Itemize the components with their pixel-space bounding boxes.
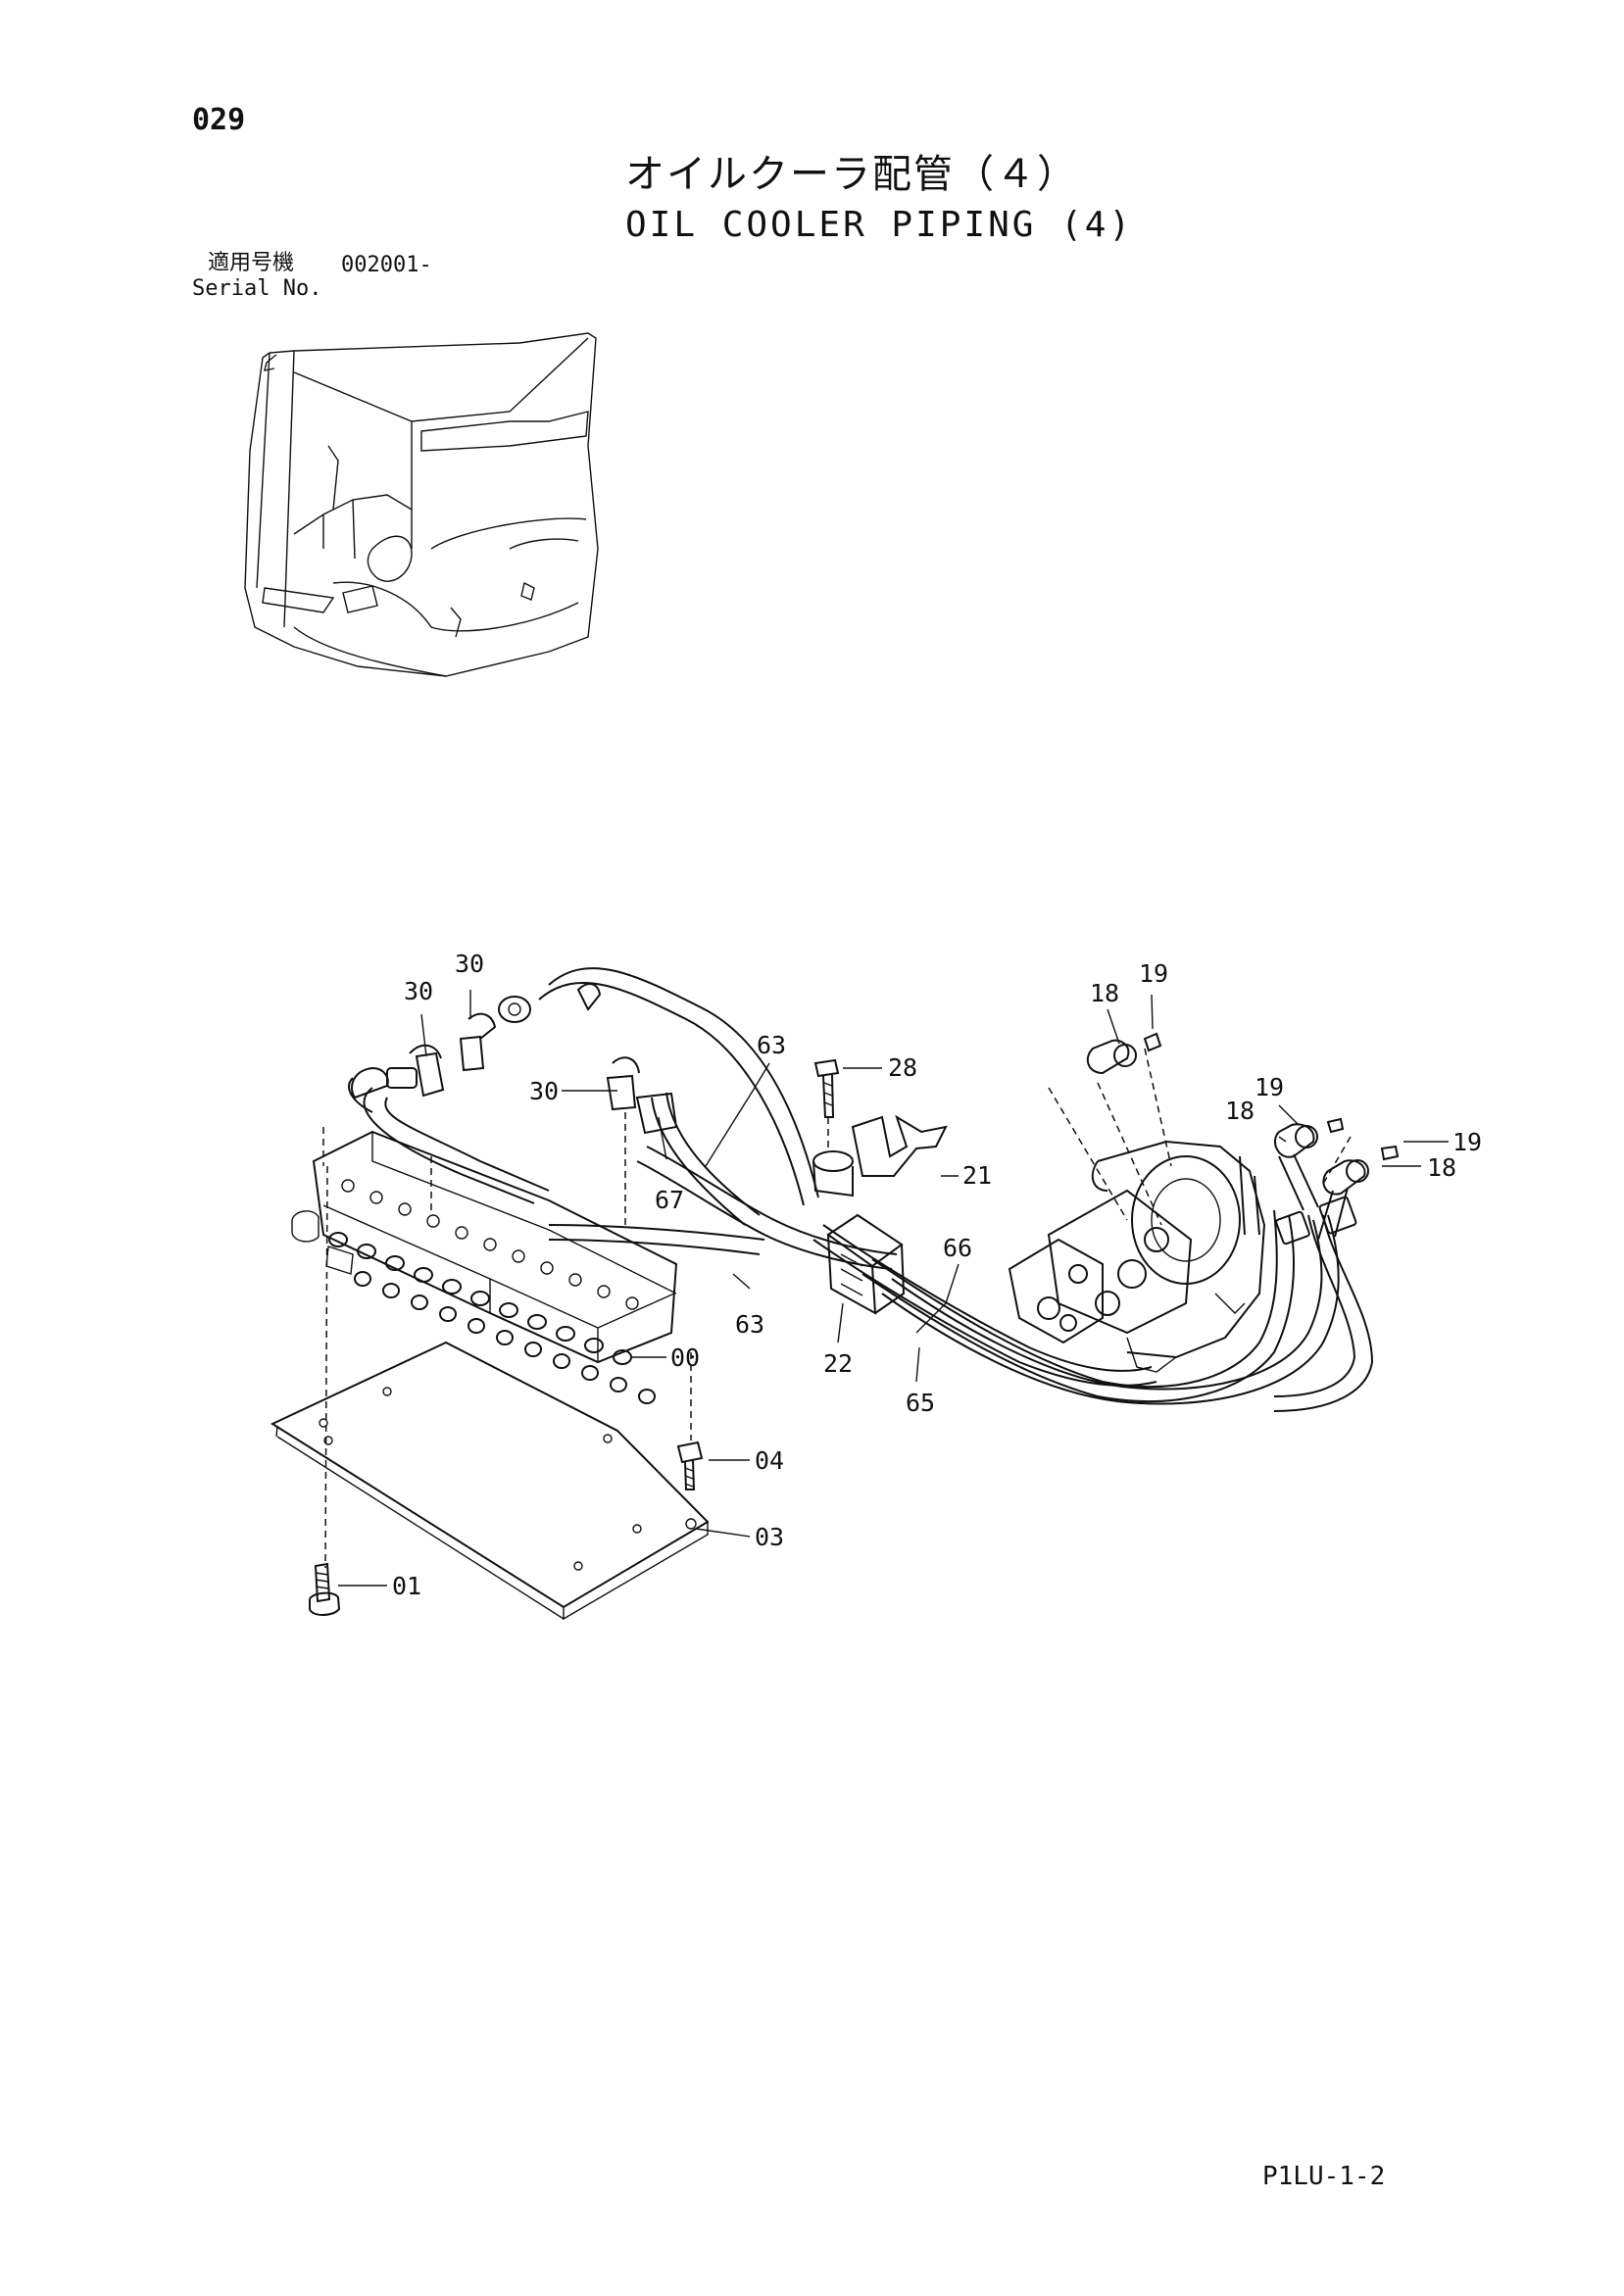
bolts [309, 1058, 840, 1616]
serial-label-japanese: 適用号機 [208, 251, 295, 275]
callout-67: 67 [655, 1186, 684, 1214]
leader-lines [338, 990, 1449, 1587]
callout-22: 22 [823, 1349, 853, 1378]
callout-30-c: 30 [529, 1077, 559, 1105]
callout-63-upper: 63 [757, 1031, 786, 1059]
page-number: 029 [192, 103, 246, 137]
callout-03: 03 [755, 1523, 784, 1551]
control-valve [291, 1130, 678, 1404]
valve-cap [369, 1191, 383, 1204]
valve-port [328, 1232, 348, 1247]
valve-cap [341, 1179, 355, 1193]
pump-assembly [1008, 1140, 1266, 1373]
valve-cap [568, 1273, 582, 1287]
valve-port [553, 1353, 570, 1369]
valve-port [638, 1389, 656, 1404]
callout-65: 65 [906, 1389, 935, 1417]
valve-cap [597, 1285, 611, 1298]
valve-port [439, 1306, 457, 1322]
callout-01: 01 [392, 1572, 421, 1600]
callout-19-a: 19 [1139, 959, 1168, 988]
valve-port [442, 1279, 462, 1295]
drawing-code: P1LU-1-2 [1262, 2162, 1386, 2191]
valve-port [556, 1326, 575, 1342]
callouts: 30 30 30 63 67 28 21 18 19 19 18 19 18 6… [392, 950, 1482, 1600]
callout-19-b: 19 [1255, 1073, 1284, 1101]
valve-port [354, 1271, 371, 1287]
base-plate [270, 1341, 710, 1621]
serial-value: 002001- [341, 253, 432, 277]
callout-30-b: 30 [455, 950, 484, 978]
valve-port [610, 1377, 627, 1392]
callout-00: 00 [670, 1343, 700, 1372]
clamp-and-bracket [812, 1114, 948, 1315]
valve-port [584, 1338, 604, 1353]
valve-port [414, 1267, 433, 1283]
valve-cap [426, 1214, 440, 1228]
valve-port [470, 1291, 490, 1306]
callout-21: 21 [962, 1161, 992, 1190]
valve-cap [512, 1249, 525, 1263]
valve-cap [483, 1238, 497, 1251]
callout-18-b: 18 [1225, 1097, 1255, 1125]
valve-port [581, 1365, 599, 1381]
serial-label-english: Serial No. [192, 276, 322, 301]
valve-port [499, 1302, 518, 1318]
callout-19-c: 19 [1452, 1128, 1482, 1156]
center-lines [322, 1048, 1352, 1569]
callout-63-lower: 63 [735, 1310, 764, 1339]
callout-28: 28 [888, 1053, 917, 1082]
valve-port [385, 1255, 405, 1271]
callout-30-a: 30 [404, 977, 433, 1005]
callout-66: 66 [943, 1234, 972, 1262]
valve-port [527, 1314, 547, 1330]
valve-cap [455, 1226, 468, 1240]
valve-port [411, 1295, 428, 1310]
callout-18-a: 18 [1090, 979, 1119, 1007]
valve-port [613, 1349, 632, 1365]
valve-port [382, 1283, 400, 1298]
valve-port [524, 1342, 542, 1357]
callout-04: 04 [755, 1446, 784, 1475]
title-english: OIL COOLER PIPING (4) [625, 205, 1134, 245]
title-japanese: オイルクーラ配管（４） [625, 152, 1078, 197]
callout-18-c: 18 [1427, 1153, 1456, 1182]
valve-cap [398, 1202, 412, 1216]
valve-cap [540, 1261, 554, 1275]
valve-port [357, 1244, 376, 1259]
excavator-thumbnail [244, 332, 599, 677]
valve-port [468, 1318, 485, 1334]
valve-cap [625, 1296, 639, 1310]
hoses [348, 967, 1374, 1412]
valve-port [496, 1330, 514, 1345]
